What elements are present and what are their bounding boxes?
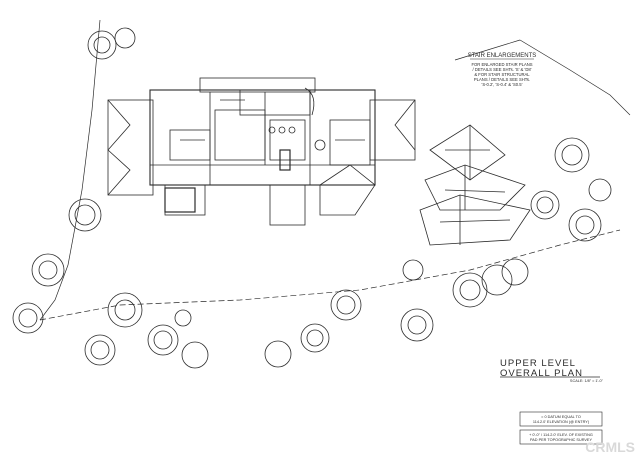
room-1 <box>169 129 211 161</box>
tree <box>330 289 362 321</box>
tree <box>107 292 143 328</box>
stair-note-line: 'S-0.2', 'S-0.4' & 'S0.5' <box>482 82 523 87</box>
stair-note-heading: STAIR ENLARGEMENTS <box>468 53 537 59</box>
pool-deck <box>164 187 196 213</box>
tree <box>554 137 590 173</box>
house-north-wing <box>199 77 316 93</box>
tree <box>181 341 209 369</box>
plan-title-line1: UPPER LEVEL <box>500 358 576 369</box>
survey-line2: PAD PER TOPOGRAPHIC SURVEY <box>530 438 592 442</box>
tree <box>530 190 560 220</box>
tree <box>402 259 424 281</box>
garage-south <box>164 184 206 216</box>
tree <box>87 30 117 60</box>
tree <box>400 308 434 342</box>
trees <box>12 27 612 369</box>
stair-curve <box>304 87 315 116</box>
stair-note-line: / DETAILS SEE SHTs. 'S' & 'D8' <box>473 67 532 72</box>
tree <box>481 264 513 296</box>
roof-east-1 <box>429 124 506 181</box>
house-west-wing <box>107 99 154 196</box>
plan-scale: SCALE: 1/8" = 1'-0" <box>570 379 604 383</box>
tree <box>174 309 192 327</box>
stair-note-line: PLANS / DETAILS SEE SHTs. <box>474 77 530 82</box>
stair-note-line: FOR ENLARGED STAIR PLANS <box>471 62 532 67</box>
house-plan <box>107 77 416 226</box>
tree <box>452 272 488 308</box>
roof-east-2-ridge <box>444 189 506 193</box>
roof-hip-southeast <box>319 164 376 216</box>
entry-stair-block <box>269 184 306 226</box>
datum-line1: = 0 DATUM EQUAL TO <box>541 415 581 419</box>
property-line-west <box>39 19 101 321</box>
room-5 <box>239 89 311 116</box>
feature-room <box>279 149 291 171</box>
room-2 <box>214 109 266 161</box>
watermark: CRMLS <box>585 439 635 455</box>
roof-east-2 <box>424 164 526 211</box>
roof-east-3 <box>419 194 531 246</box>
roof-east-3-ridge <box>439 219 511 223</box>
room-3 <box>269 119 306 161</box>
tree <box>31 253 65 287</box>
plan-title-line2: OVERALL PLAN <box>500 368 583 379</box>
tree <box>568 208 602 242</box>
roof-hip-west <box>107 99 131 196</box>
property-line-east <box>519 39 631 116</box>
tree <box>12 302 44 334</box>
east-roof-structures <box>419 124 531 246</box>
survey-box <box>519 429 603 445</box>
survey-line1: + 0'-0" / 114.2.0' ELEV. OF EXISTING <box>529 433 593 437</box>
property-line-northeast <box>454 39 521 61</box>
tree <box>264 340 292 368</box>
tree <box>300 323 330 353</box>
room-4 <box>329 119 371 166</box>
tree <box>68 198 102 232</box>
tree <box>501 258 529 286</box>
stair-note-line: & FOR STAIR STRUCTURAL <box>474 72 530 77</box>
datum-box <box>519 411 603 427</box>
tree <box>147 324 179 356</box>
roof-hip-east <box>394 99 416 151</box>
tree <box>588 178 612 202</box>
datum-line2: 114.2.0' ELEVATION (@ ENTRY) <box>533 420 590 424</box>
tree <box>84 334 116 366</box>
property-line-south <box>39 229 621 321</box>
tree <box>114 27 136 49</box>
